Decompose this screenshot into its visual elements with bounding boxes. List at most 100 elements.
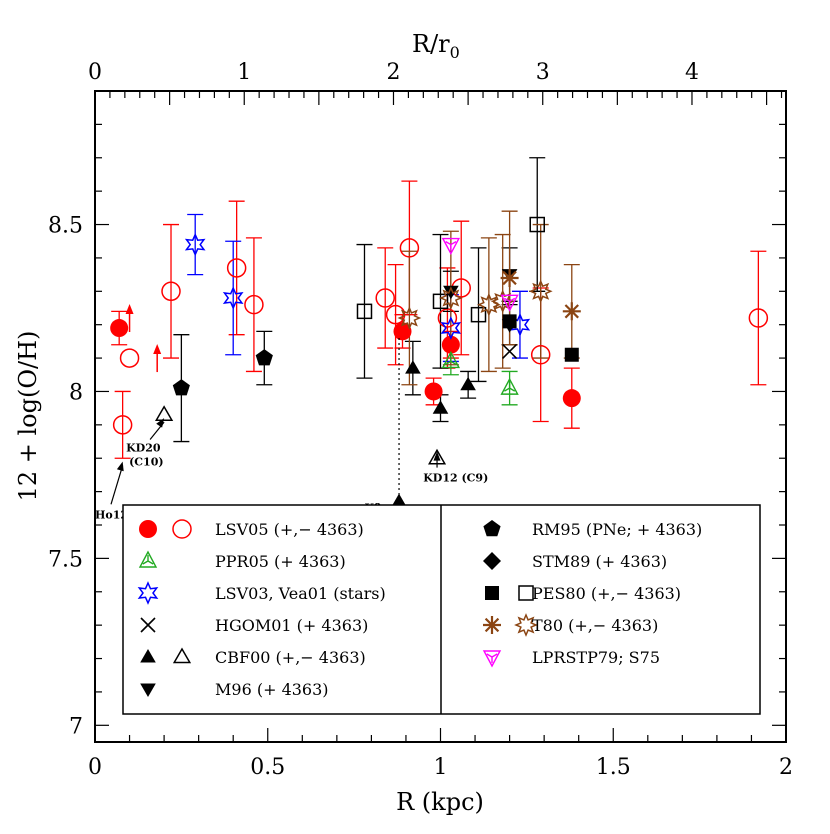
annotation-label: KD12 (C9) xyxy=(423,472,488,485)
x-tick-label: 2 xyxy=(779,755,793,780)
y-tick-label: 8.5 xyxy=(48,214,83,239)
top-x-tick-label: 2 xyxy=(386,60,400,85)
legend-marker xyxy=(138,550,158,568)
legend-marker xyxy=(140,649,156,663)
data-point xyxy=(155,405,174,422)
data-point xyxy=(440,316,462,340)
plot-frame xyxy=(94,90,787,743)
annotation-label: Ho12 xyxy=(95,508,128,521)
legend-marker xyxy=(483,616,501,634)
data-point xyxy=(470,306,487,323)
top-x-tick-label: 3 xyxy=(536,60,550,85)
data-point xyxy=(110,319,129,338)
x-tick-label: 1 xyxy=(434,755,448,780)
data-point-outline xyxy=(441,237,461,256)
legend-label: CBF00 (+,− 4363) xyxy=(215,648,366,667)
ticks-layer: 0 0.5 1 1.5 2 0 1 2 3 4 7 7.5 8 8.5 xyxy=(48,60,793,780)
legend-label: M96 (+ 4363) xyxy=(215,680,329,699)
legend-marker-spokes xyxy=(486,653,498,663)
legend-marker xyxy=(518,585,534,601)
legend-marker-outline xyxy=(138,550,158,568)
data-point-outline xyxy=(441,350,461,369)
y-tick-label: 8 xyxy=(69,380,83,405)
data-point xyxy=(184,232,206,257)
x-tick-label: 0.5 xyxy=(250,755,285,780)
data-point xyxy=(399,238,420,258)
legend-marker xyxy=(140,683,156,697)
legend-label: PPR05 (+ 4363) xyxy=(215,552,346,571)
legend-marker xyxy=(172,647,192,664)
top-axis-title: R/r0 xyxy=(412,30,460,62)
legend-marker xyxy=(172,519,192,539)
data-point xyxy=(441,237,461,256)
upper-limit-arrowhead xyxy=(125,304,134,314)
data-point xyxy=(432,400,449,414)
data-point xyxy=(500,377,519,395)
data-point-spokes xyxy=(504,297,516,308)
data-point xyxy=(424,382,443,401)
data-point xyxy=(222,286,244,310)
legend-label: LSV03, Vea01 (stars) xyxy=(215,584,386,603)
data-point xyxy=(441,350,461,369)
data-point xyxy=(530,344,551,365)
data-point xyxy=(397,306,422,330)
top-x-tick-label: 4 xyxy=(685,60,699,85)
data-point xyxy=(161,281,181,302)
data-point xyxy=(405,360,421,374)
annotation-arrowhead xyxy=(116,461,124,472)
data-point xyxy=(443,285,459,300)
top-x-tick-label: 0 xyxy=(88,60,102,85)
marker-layer xyxy=(110,216,769,508)
legend-marker xyxy=(482,650,502,668)
legend-marker-outline xyxy=(482,650,502,668)
x-tick-label: 1.5 xyxy=(596,755,631,780)
data-point xyxy=(244,294,264,315)
data-point xyxy=(529,216,545,233)
data-point-outline xyxy=(500,377,519,395)
data-point xyxy=(391,493,407,508)
top-axis-title-sub: 0 xyxy=(450,43,460,62)
data-point xyxy=(500,269,519,287)
data-point-spokes xyxy=(445,355,457,366)
data-point xyxy=(490,289,515,314)
legend-marker xyxy=(514,613,538,637)
x-tick-label: 0 xyxy=(88,755,102,780)
legend-label: RM95 (PNe; + 4363) xyxy=(532,520,702,539)
top-x-tick-label: 1 xyxy=(237,60,251,85)
data-point xyxy=(500,294,519,312)
data-point xyxy=(255,349,273,366)
upper-limit-arrowhead xyxy=(153,344,162,355)
data-point xyxy=(564,347,579,362)
legend-marker xyxy=(483,552,501,570)
data-point xyxy=(562,302,581,321)
legend-marker xyxy=(139,520,157,538)
y-axis-title: 12 + log(O/H) xyxy=(14,331,42,502)
data-point xyxy=(502,343,518,359)
annotation-label-line2: (C10) xyxy=(129,456,163,469)
annotation-arrowhead xyxy=(433,451,441,461)
legend-label: HGOM01 (+ 4363) xyxy=(215,616,368,635)
y-tick-label: 7 xyxy=(69,714,83,739)
data-point xyxy=(226,258,247,278)
data-point xyxy=(438,286,463,310)
legend-label: PES80 (+,− 4363) xyxy=(532,584,681,603)
legend-label: T80 (+,− 4363) xyxy=(532,616,658,635)
legend-marker xyxy=(483,520,501,537)
data-point-spokes xyxy=(445,240,457,251)
legend: LSV05 (+,− 4363)PPR05 (+ 4363)LSV03, Vea… xyxy=(122,504,761,715)
data-point xyxy=(502,314,517,329)
data-point-outline xyxy=(500,294,519,312)
data-point xyxy=(460,376,476,391)
y-tick-label: 7.5 xyxy=(48,547,83,572)
data-point xyxy=(393,322,412,341)
data-point xyxy=(119,348,140,368)
data-point xyxy=(112,415,133,435)
data-point xyxy=(172,379,190,396)
data-point xyxy=(441,335,460,354)
legend-marker xyxy=(137,581,159,605)
annotation-arrow xyxy=(110,465,124,505)
annotation-label: KD20 xyxy=(126,442,161,455)
legend-marker xyxy=(140,617,156,633)
